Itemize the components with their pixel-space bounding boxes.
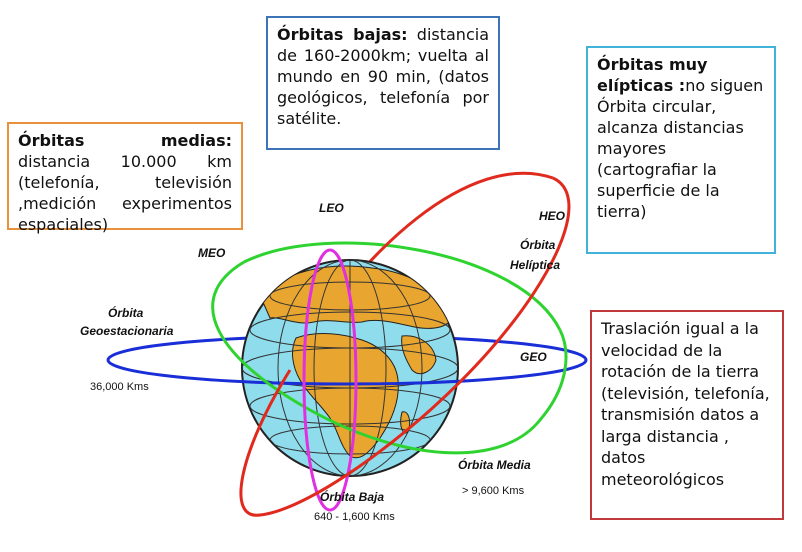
box-orbitas-medias: Órbitas medias: distancia 10.000 km (tel…	[7, 122, 243, 234]
box-bajas-title: Órbitas bajas:	[277, 25, 408, 44]
box-geo-text: Traslación igual a la velocidad de la ro…	[601, 319, 770, 489]
heo-label: HEO	[539, 209, 566, 223]
leo-label: LEO	[319, 201, 344, 215]
box-orbitas-elipticas: Órbitas muy elípticas :no siguen Órbita …	[586, 46, 776, 254]
land-arabia	[401, 335, 437, 375]
land-europe	[261, 265, 453, 329]
geo-orbit-front	[106, 359, 588, 386]
helipt-label-1: Órbita	[520, 237, 556, 252]
box-medias-text: distancia 10.000 km (telefonía, televisi…	[18, 152, 232, 234]
earth-globe	[241, 259, 459, 477]
leo-orbit	[302, 248, 358, 512]
heo-orbit-front	[239, 176, 571, 517]
geo-label: GEO	[520, 350, 547, 364]
geoestac-label-1: Órbita	[108, 305, 144, 320]
box-orbitas-bajas: Órbitas bajas: distancia de 160-2000km; …	[266, 16, 500, 150]
meo-label: MEO	[198, 246, 226, 260]
meo-orbit-front	[211, 260, 568, 455]
geo-distance-label: 36,000 Kms	[90, 381, 149, 393]
baja-distance-label: 640 - 1,600 Kms	[314, 511, 395, 523]
box-geoestacionaria: Traslación igual a la velocidad de la ro…	[590, 310, 784, 520]
orbits-front	[106, 176, 588, 517]
box-elipticas-text: no siguen Órbita circular, alcanza dista…	[597, 76, 764, 221]
media-label: Órbita Media	[458, 457, 531, 472]
box-elipticas-title: Órbitas muy elípticas :	[597, 55, 708, 95]
box-medias-title: Órbitas medias:	[18, 131, 232, 150]
meo-orbit-back	[243, 241, 562, 331]
media-distance-label: > 9,600 Kms	[462, 485, 525, 497]
baja-label: Órbita Baja	[320, 489, 384, 504]
geoestac-label-2: Geoestacionaria	[80, 324, 174, 338]
box-bajas-text: distancia de 160-2000km; vuelta al mundo…	[277, 25, 489, 128]
helipt-label-2: Helíptica	[510, 258, 560, 272]
